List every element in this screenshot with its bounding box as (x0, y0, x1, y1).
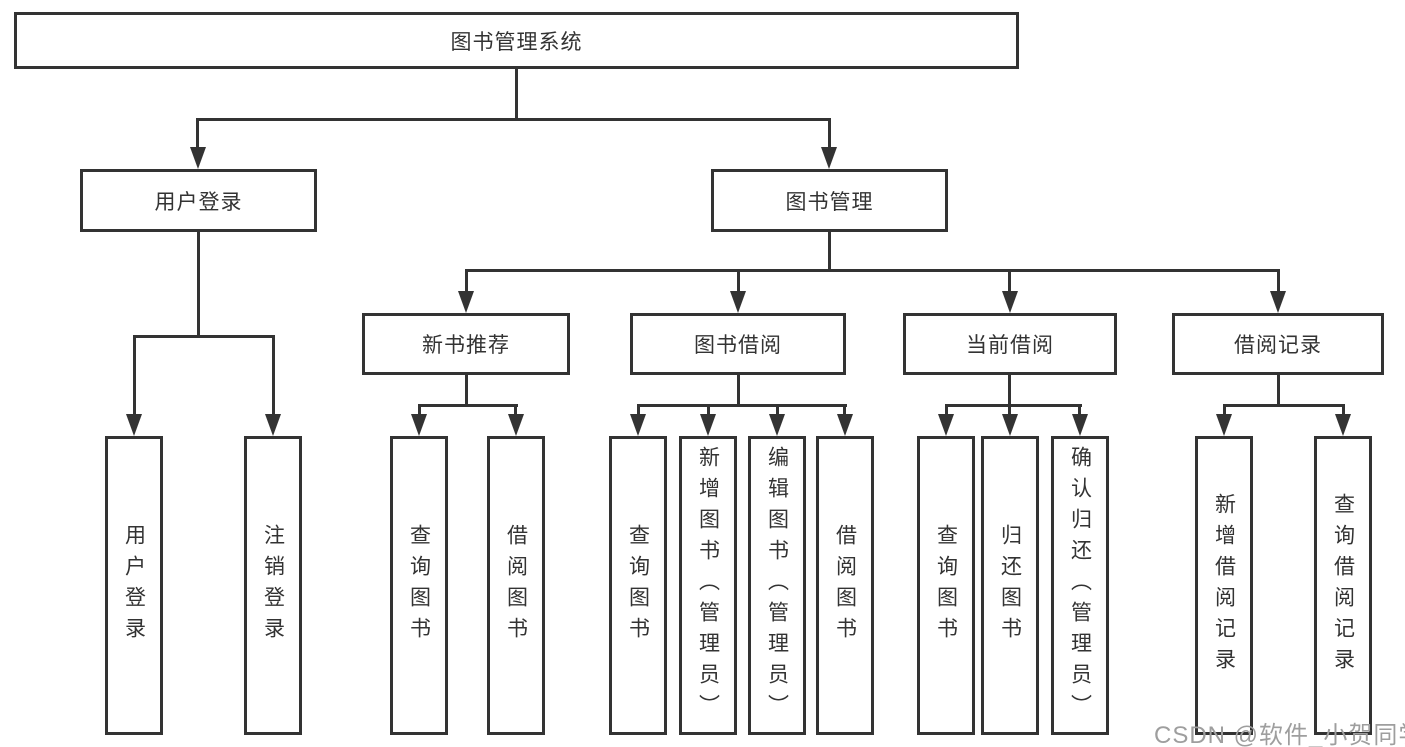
connector-line (828, 232, 831, 269)
connector-line (843, 404, 846, 418)
leaf-current-query-books: 查询图书 (917, 436, 975, 735)
leaf-borrowing-borrow-books-label: 借阅图书 (833, 523, 857, 648)
arrow-down-icon (508, 414, 524, 436)
connector-line (945, 404, 1082, 407)
leaf-recommend-borrow-books: 借阅图书 (487, 436, 545, 735)
node-current-borrowing: 当前借阅 (903, 313, 1117, 375)
leaf-add-book-admin: 新增图书（管理员） (679, 436, 737, 735)
leaf-borrowing-borrow-books: 借阅图书 (816, 436, 874, 735)
connector-line (945, 404, 948, 418)
leaf-add-book-admin-label: 新增图书（管理员） (696, 446, 720, 725)
arrow-down-icon (1002, 414, 1018, 436)
connector-line (514, 404, 517, 418)
arrow-down-icon (938, 414, 954, 436)
connector-line (1277, 269, 1280, 294)
node-root: 图书管理系统 (14, 12, 1019, 69)
node-new-book-recommend-label: 新书推荐 (422, 334, 510, 357)
arrow-down-icon (1216, 414, 1232, 436)
connector-line (637, 404, 847, 407)
node-user-login: 用户登录 (80, 169, 317, 232)
arrow-down-icon (1072, 414, 1088, 436)
node-new-book-recommend: 新书推荐 (362, 313, 570, 375)
connector-line (133, 335, 136, 417)
arrow-down-icon (630, 414, 646, 436)
connector-line (196, 118, 199, 150)
arrow-down-icon (730, 291, 746, 313)
leaf-recommend-borrow-books-label: 借阅图书 (504, 523, 528, 648)
leaf-confirm-return-admin-label: 确认归还（管理员） (1068, 446, 1092, 725)
connector-line (637, 404, 640, 418)
arrow-down-icon (265, 414, 281, 436)
node-book-borrowing-label: 图书借阅 (694, 334, 782, 357)
connector-line (1008, 269, 1011, 294)
leaf-current-query-books-label: 查询图书 (934, 523, 958, 648)
arrow-down-icon (1002, 291, 1018, 313)
connector-line (1223, 404, 1226, 418)
arrow-down-icon (411, 414, 427, 436)
leaf-confirm-return-admin: 确认归还（管理员） (1051, 436, 1109, 735)
connector-line (465, 269, 1279, 272)
leaf-user-login-label: 用户登录 (122, 523, 146, 648)
connector-line (737, 269, 740, 294)
leaf-recommend-query-books: 查询图书 (390, 436, 448, 735)
node-current-borrowing-label: 当前借阅 (966, 334, 1054, 357)
connector-line (776, 404, 779, 418)
connector-line (465, 269, 468, 294)
arrow-down-icon (126, 414, 142, 436)
csdn-watermark: CSDN @软件_小贺同学 (1154, 722, 1405, 747)
connector-line (707, 404, 710, 418)
node-root-label: 图书管理系统 (450, 30, 583, 54)
connector-line (515, 69, 518, 118)
leaf-return-books: 归还图书 (981, 436, 1039, 735)
connector-line (1342, 404, 1345, 418)
arrow-down-icon (837, 414, 853, 436)
node-borrowing-records: 借阅记录 (1172, 313, 1384, 375)
connector-line (197, 232, 200, 335)
leaf-edit-book-admin-label: 编辑图书（管理员） (765, 446, 789, 725)
arrow-down-icon (1270, 291, 1286, 313)
node-user-login-label: 用户登录 (154, 190, 243, 214)
leaf-recommend-query-books-label: 查询图书 (407, 523, 431, 648)
leaf-query-borrow-record: 查询借阅记录 (1314, 436, 1372, 735)
leaf-edit-book-admin: 编辑图书（管理员） (748, 436, 806, 735)
leaf-user-login: 用户登录 (105, 436, 163, 735)
arrow-down-icon (700, 414, 716, 436)
node-book-borrowing: 图书借阅 (630, 313, 846, 375)
arrow-down-icon (769, 414, 785, 436)
connector-line (828, 118, 831, 150)
arrow-down-icon (1335, 414, 1351, 436)
connector-line (1008, 375, 1011, 405)
node-book-management: 图书管理 (711, 169, 948, 232)
connector-line (737, 375, 740, 405)
leaf-return-books-label: 归还图书 (998, 523, 1022, 648)
leaf-query-borrow-record-label: 查询借阅记录 (1331, 492, 1355, 679)
arrow-down-icon (458, 291, 474, 313)
leaf-logout: 注销登录 (244, 436, 302, 735)
node-book-management-label: 图书管理 (785, 190, 874, 214)
leaf-add-borrow-record-label: 新增借阅记录 (1212, 492, 1236, 679)
connector-line (272, 335, 275, 417)
leaf-borrowing-query-books-label: 查询图书 (626, 523, 650, 648)
connector-line (418, 404, 518, 407)
connector-line (1277, 375, 1280, 405)
node-borrowing-records-label: 借阅记录 (1234, 334, 1322, 357)
leaf-add-borrow-record: 新增借阅记录 (1195, 436, 1253, 735)
connector-line (1078, 404, 1081, 418)
connector-line (196, 118, 831, 121)
connector-line (133, 335, 275, 338)
connector-line (1223, 404, 1344, 407)
leaf-logout-label: 注销登录 (261, 523, 285, 648)
arrow-down-icon (190, 147, 206, 169)
connector-line (418, 404, 421, 418)
connector-line (1008, 404, 1011, 418)
arrow-down-icon (821, 147, 837, 169)
leaf-borrowing-query-books: 查询图书 (609, 436, 667, 735)
connector-line (465, 375, 468, 405)
